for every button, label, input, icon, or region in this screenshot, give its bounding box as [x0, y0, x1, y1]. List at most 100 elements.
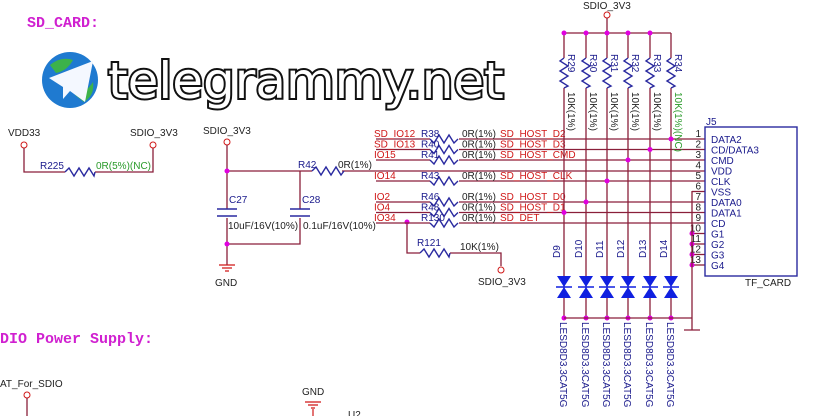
pin-name: CD: [711, 219, 725, 230]
resistor-value: 10K(1%)(NC): [672, 92, 683, 152]
resistor-ref: R40: [421, 140, 440, 151]
telegram-globe-logo: [42, 52, 98, 108]
pin-number: 10: [690, 224, 702, 235]
junction-dot: [583, 199, 589, 205]
diode-ref: D9: [552, 245, 563, 258]
resistor-ref: R32: [629, 54, 640, 73]
pin-name: G1: [711, 230, 725, 241]
vdd33-label: VDD33: [8, 128, 41, 139]
junction-dot: [647, 147, 653, 152]
net-io-label: IO15: [374, 150, 396, 161]
resistor-ref: R43: [421, 171, 440, 182]
net-name-label: SD_HOST_CMD: [500, 150, 576, 161]
resistor-value: 0R(1%): [462, 129, 496, 140]
sdio-label: SDIO_3V3: [583, 1, 631, 12]
resistor-ref: R38: [421, 129, 440, 140]
power-port-icon: [20, 141, 28, 149]
net-name-label: SD_HOST_D1: [500, 203, 566, 214]
net-name-label: SD_HOST_CLK: [500, 171, 573, 182]
resistor-value: 0R(1%): [462, 140, 496, 151]
diode-part: LESD8D3.3CAT5G: [643, 322, 654, 408]
diode-part: LESD8D3.3CAT5G: [664, 322, 675, 408]
ground-icon: [305, 401, 321, 416]
r121-ref: R121: [417, 238, 441, 249]
diode-part: LESD8D3.3CAT5G: [600, 322, 611, 408]
power-port-icon: [23, 391, 31, 399]
diode-ref: D10: [574, 239, 585, 258]
net-io-label: IO34: [374, 213, 396, 224]
pin-name: G2: [711, 240, 725, 251]
resistor-ref: R46: [421, 192, 440, 203]
diode-ref: D12: [616, 239, 627, 258]
pin-number: 9: [695, 213, 701, 224]
pin-name: DATA1: [711, 209, 742, 220]
pin-number: 8: [695, 203, 701, 214]
pin-number: 6: [695, 182, 701, 193]
ground-icon: [219, 264, 235, 272]
gnd-label: GND: [302, 387, 324, 398]
connector-part: TF_CARD: [745, 278, 791, 289]
r121-block: R121 10K(1%) SDIO_3V3: [404, 219, 526, 288]
r225-block: VDD33 R225 0R(5%)(NC) SDIO_3V3: [8, 128, 178, 178]
watermark: telegrammy.net: [42, 50, 506, 112]
r225-value: 0R(5%)(NC): [96, 161, 151, 172]
pin-number: 7: [695, 192, 701, 203]
resistor-value: 0R(1%): [462, 192, 496, 203]
c28-ref: C28: [302, 195, 321, 206]
connector-ref: J5: [706, 117, 717, 128]
net-name-label: SD_DET: [500, 213, 539, 224]
net-io-label: SD_IO12: [374, 129, 416, 140]
pin-number: 5: [695, 171, 701, 182]
resistor-value: 0R(1%): [462, 150, 496, 161]
junction-dot: [561, 210, 567, 215]
diode-ref: D13: [638, 239, 649, 258]
c27-ref: C27: [229, 195, 248, 206]
u2-label: U2: [348, 410, 361, 416]
pin-name: G4: [711, 261, 725, 272]
resistor-value: 10K(1%): [587, 92, 598, 131]
pin-number: 12: [690, 245, 702, 256]
pin-name: DATA0: [711, 198, 742, 209]
pin-name: VDD: [711, 167, 732, 178]
power-supply-title: DIO Power Supply:: [0, 331, 153, 348]
sdio-label: SDIO_3V3: [203, 126, 251, 137]
power-port-icon: [497, 266, 505, 274]
resistor-ref: R48: [421, 203, 440, 214]
resistor-value: 10K(1%): [565, 92, 576, 131]
tf-card-connector: J5 TF_CARD: [564, 117, 798, 331]
junction-dot: [561, 30, 567, 36]
resistor-ref: R41: [421, 150, 440, 161]
pin-name: CMD: [711, 156, 734, 167]
pin-number: 11: [691, 234, 702, 245]
junction-dot: [625, 30, 631, 36]
diode-ref: D11: [595, 240, 606, 258]
resistor-value: 10K(1%): [608, 92, 619, 131]
diode-ref: D14: [659, 239, 670, 258]
junction-dot: [583, 30, 589, 36]
pin-number: 4: [695, 161, 701, 172]
pin-number: 1: [695, 129, 701, 140]
resistor-value: 10K(1%): [629, 92, 640, 131]
junction-dot: [625, 157, 631, 163]
pin-name: G3: [711, 251, 725, 262]
power-port-icon: [603, 11, 611, 19]
pin-name: CLK: [711, 177, 731, 188]
